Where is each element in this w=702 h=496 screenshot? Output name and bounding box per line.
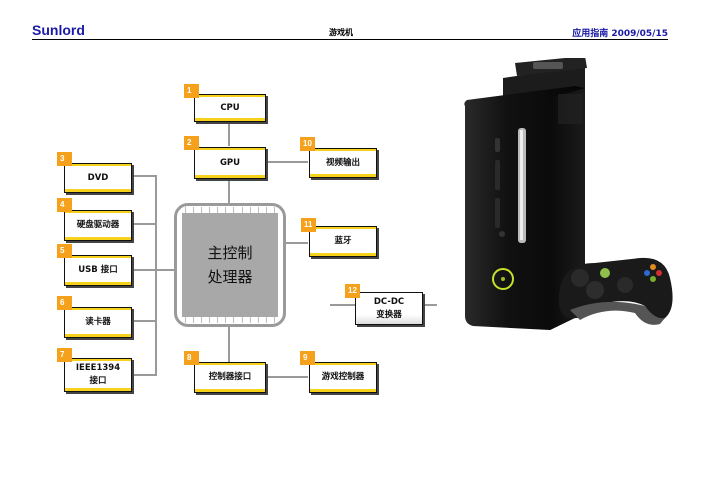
badge-3: 3: [57, 152, 72, 166]
block-dc-dc-converter: DC-DC 变换器: [355, 292, 423, 325]
block-bluetooth: 蓝牙: [309, 226, 377, 257]
block-label: 硬盘驱动器: [76, 220, 120, 231]
block-label: 蓝牙: [334, 236, 352, 247]
block-label: GPU: [219, 157, 241, 168]
main-processor: 主控制 处理器: [174, 203, 286, 327]
game-controller: [558, 257, 673, 325]
bus-left: [131, 175, 157, 376]
block-ieee1394: IEEE1394 接口: [64, 358, 132, 392]
core-label-line1: 主控制: [207, 244, 253, 262]
badge-4: 4: [57, 198, 72, 212]
block-controller-port: 控制器接口: [194, 362, 266, 393]
game-console-image: [464, 58, 673, 330]
badge-11: 11: [301, 218, 316, 232]
brand-logo: Sunlord: [32, 22, 85, 38]
block-game-controller: 游戏控制器: [309, 362, 377, 393]
block-gpu: GPU: [194, 147, 266, 179]
block-label: 视频输出: [325, 157, 360, 168]
badge-5: 5: [57, 244, 72, 258]
document-meta: 应用指南 2009/05/15: [572, 29, 668, 39]
block-label-2: 接口: [89, 376, 107, 386]
block-label: 游戏控制器: [321, 372, 365, 383]
block-label: CPU: [220, 102, 240, 113]
block-label: DC-DC: [373, 296, 405, 307]
block-label: IEEE1394: [75, 363, 121, 374]
page-header: Sunlord 游戏机 应用指南 2009/05/15: [32, 22, 668, 40]
block-usb: USB 接口: [64, 255, 132, 286]
badge-1: 1: [184, 84, 199, 98]
badge-9: 9: [300, 351, 315, 365]
block-cpu: CPU: [194, 94, 266, 122]
block-label: 控制器接口: [208, 372, 252, 383]
block-label-2: 变换器: [376, 309, 402, 320]
block-dvd: DVD: [64, 163, 132, 193]
block-label: 读卡器: [85, 317, 111, 328]
block-label: DVD: [87, 172, 109, 183]
badge-8: 8: [184, 351, 199, 365]
block-label: USB 接口: [78, 265, 118, 276]
document-title: 游戏机: [329, 28, 353, 37]
badge-6: 6: [57, 296, 72, 310]
block-video-output: 视频输出: [309, 148, 377, 178]
badge-2: 2: [184, 136, 199, 150]
block-card-reader: 读卡器: [64, 307, 132, 338]
pins-bottom: [185, 317, 275, 323]
pins-top: [185, 207, 275, 213]
badge-7: 7: [57, 348, 72, 362]
badge-12: 12: [345, 284, 360, 298]
main-processor-body: 主控制 处理器: [182, 213, 278, 317]
badge-10: 10: [300, 137, 315, 151]
block-hdd: 硬盘驱动器: [64, 210, 132, 241]
core-label-line2: 处理器: [207, 268, 253, 286]
